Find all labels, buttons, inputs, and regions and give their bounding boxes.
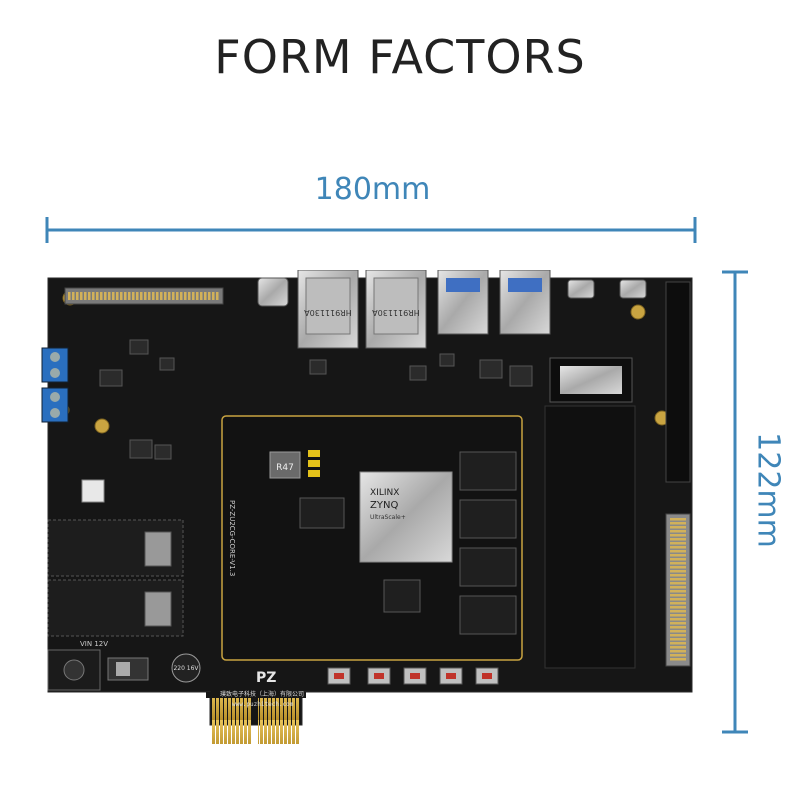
ethernet-port-1: HR911130A [297, 269, 359, 349]
usb3-port-1 [437, 269, 489, 335]
chip-subtitle: UltraScale+ [370, 514, 406, 521]
zynq-chip: XILINX ZYNQ UltraScale+ [359, 471, 453, 563]
power-label: VIN 12V [80, 640, 108, 648]
pcb-board: HR911130A HR911130A VIN 12V 220 16V [41, 269, 693, 744]
ethernet-port-2: HR911130A [365, 269, 427, 349]
usb-c-port [257, 277, 289, 307]
ethernet-label-2: HR911130A [372, 308, 420, 317]
resistor-label: R47 [276, 463, 294, 473]
pz-logo: PZ [256, 670, 276, 686]
fpga-board-image: HR911130A HR911130A VIN 12V 220 16V [40, 269, 700, 760]
capacitor-label: 220 16V [173, 665, 199, 672]
usb3-port-2 [499, 269, 551, 335]
pcie-fingers-left [212, 698, 252, 744]
core-module: PZ-ZU2CG-CORE-V1.3 R47 XILINX ZYNQ Ultra… [221, 415, 523, 661]
ethernet-label-1: HR911130A [304, 308, 352, 317]
chip-family: ZYNQ [370, 500, 398, 511]
pcie-fingers-right [258, 698, 300, 744]
chip-brand: XILINX [370, 488, 399, 498]
module-label: PZ-ZU2CG-CORE-V1.3 [228, 500, 236, 576]
company-silkscreen: 璞致电子科技（上海）有限公司 [220, 690, 304, 698]
url-silkscreen: www.puzhitech.com [232, 701, 294, 708]
page-title: FORM FACTORS [214, 30, 586, 84]
width-dimension-label: 180mm [314, 172, 431, 207]
